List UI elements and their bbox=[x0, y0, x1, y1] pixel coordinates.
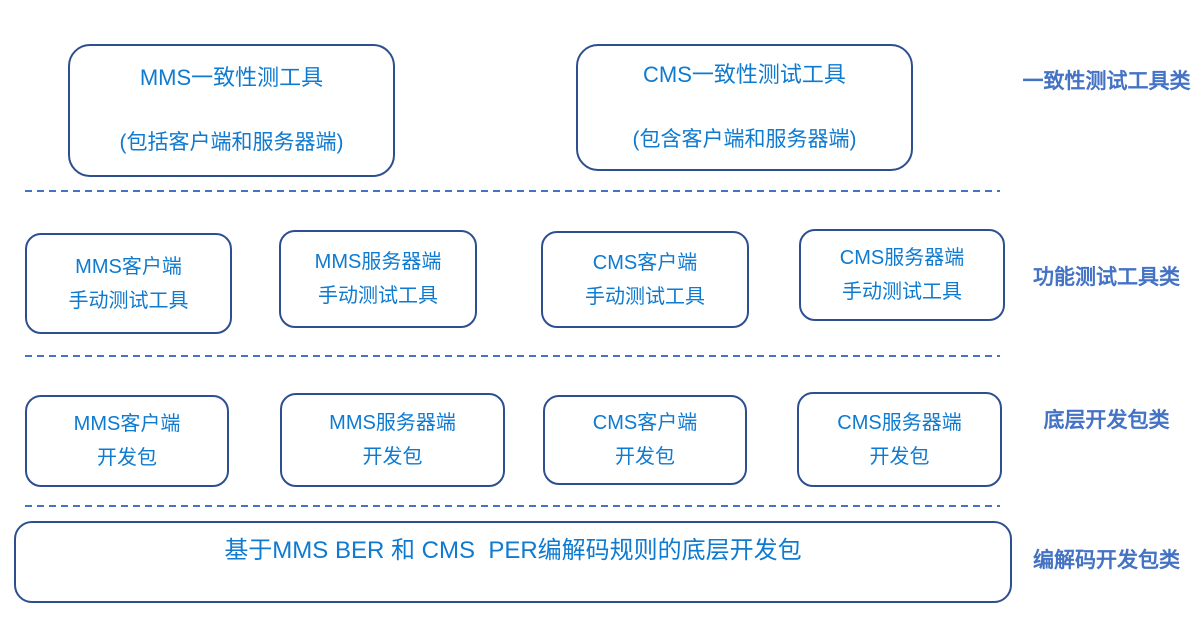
box-cms-client-manual-test-tool: CMS客户端 手动测试工具 bbox=[541, 231, 749, 328]
box-title: CMS服务器端 bbox=[837, 411, 962, 434]
box-subtitle: 手动测试工具 bbox=[68, 289, 189, 312]
box-subtitle: 手动测试工具 bbox=[318, 285, 438, 307]
box-mms-conformance-test-tool: MMS一致性测工具 (包括客户端和服务器端) bbox=[68, 44, 395, 177]
layer-label-low-level-devkits: 底层开发包类 bbox=[1043, 409, 1170, 432]
box-cms-server-devkit: CMS服务器端 开发包 bbox=[797, 392, 1002, 487]
box-title: CMS服务器端 bbox=[839, 247, 965, 269]
box-cms-client-devkit: CMS客户端 开发包 bbox=[543, 395, 747, 485]
box-subtitle: 开发包 bbox=[362, 446, 423, 468]
layer-divider bbox=[25, 190, 1000, 192]
box-title: CMS客户端 bbox=[592, 251, 698, 274]
box-subtitle: 手动测试工具 bbox=[585, 285, 705, 308]
layer-label-codec-devkits: 编解码开发包类 bbox=[1033, 549, 1180, 572]
box-subtitle: (包含客户端和服务器端) bbox=[632, 128, 857, 151]
layer-divider bbox=[25, 505, 1000, 507]
box-title: MMS客户端 bbox=[73, 413, 181, 435]
layer-label-function-test-tools: 功能测试工具类 bbox=[1033, 266, 1180, 289]
box-mms-server-devkit: MMS服务器端 开发包 bbox=[280, 393, 505, 487]
layer-label-conformance-test-tools: 一致性测试工具类 bbox=[1022, 70, 1191, 93]
box-subtitle: 开发包 bbox=[615, 446, 675, 468]
box-codec-base-devkit: 基于MMS BER 和 CMS PER编解码规则的底层开发包 bbox=[14, 521, 1012, 603]
box-mms-server-manual-test-tool: MMS服务器端 手动测试工具 bbox=[279, 230, 477, 328]
box-title: MMS服务器端 bbox=[314, 251, 442, 273]
box-cms-server-manual-test-tool: CMS服务器端 手动测试工具 bbox=[799, 229, 1005, 321]
box-title: CMS一致性测试工具 bbox=[643, 62, 846, 87]
box-subtitle: 开发包 bbox=[869, 445, 930, 468]
box-title: 基于MMS BER 和 CMS PER编解码规则的底层开发包 bbox=[224, 537, 802, 564]
box-cms-conformance-test-tool: CMS一致性测试工具 (包含客户端和服务器端) bbox=[576, 44, 913, 171]
box-title: MMS一致性测工具 bbox=[139, 65, 324, 90]
box-title: MMS服务器端 bbox=[329, 412, 456, 434]
box-subtitle: (包括客户端和服务器端) bbox=[119, 131, 344, 154]
box-mms-client-devkit: MMS客户端 开发包 bbox=[25, 395, 229, 487]
box-title: MMS客户端 bbox=[75, 255, 182, 278]
layer-divider bbox=[25, 355, 1000, 357]
box-subtitle: 手动测试工具 bbox=[842, 281, 962, 303]
box-mms-client-manual-test-tool: MMS客户端 手动测试工具 bbox=[25, 233, 232, 334]
box-title: CMS客户端 bbox=[592, 412, 698, 434]
box-subtitle: 开发包 bbox=[97, 447, 157, 469]
